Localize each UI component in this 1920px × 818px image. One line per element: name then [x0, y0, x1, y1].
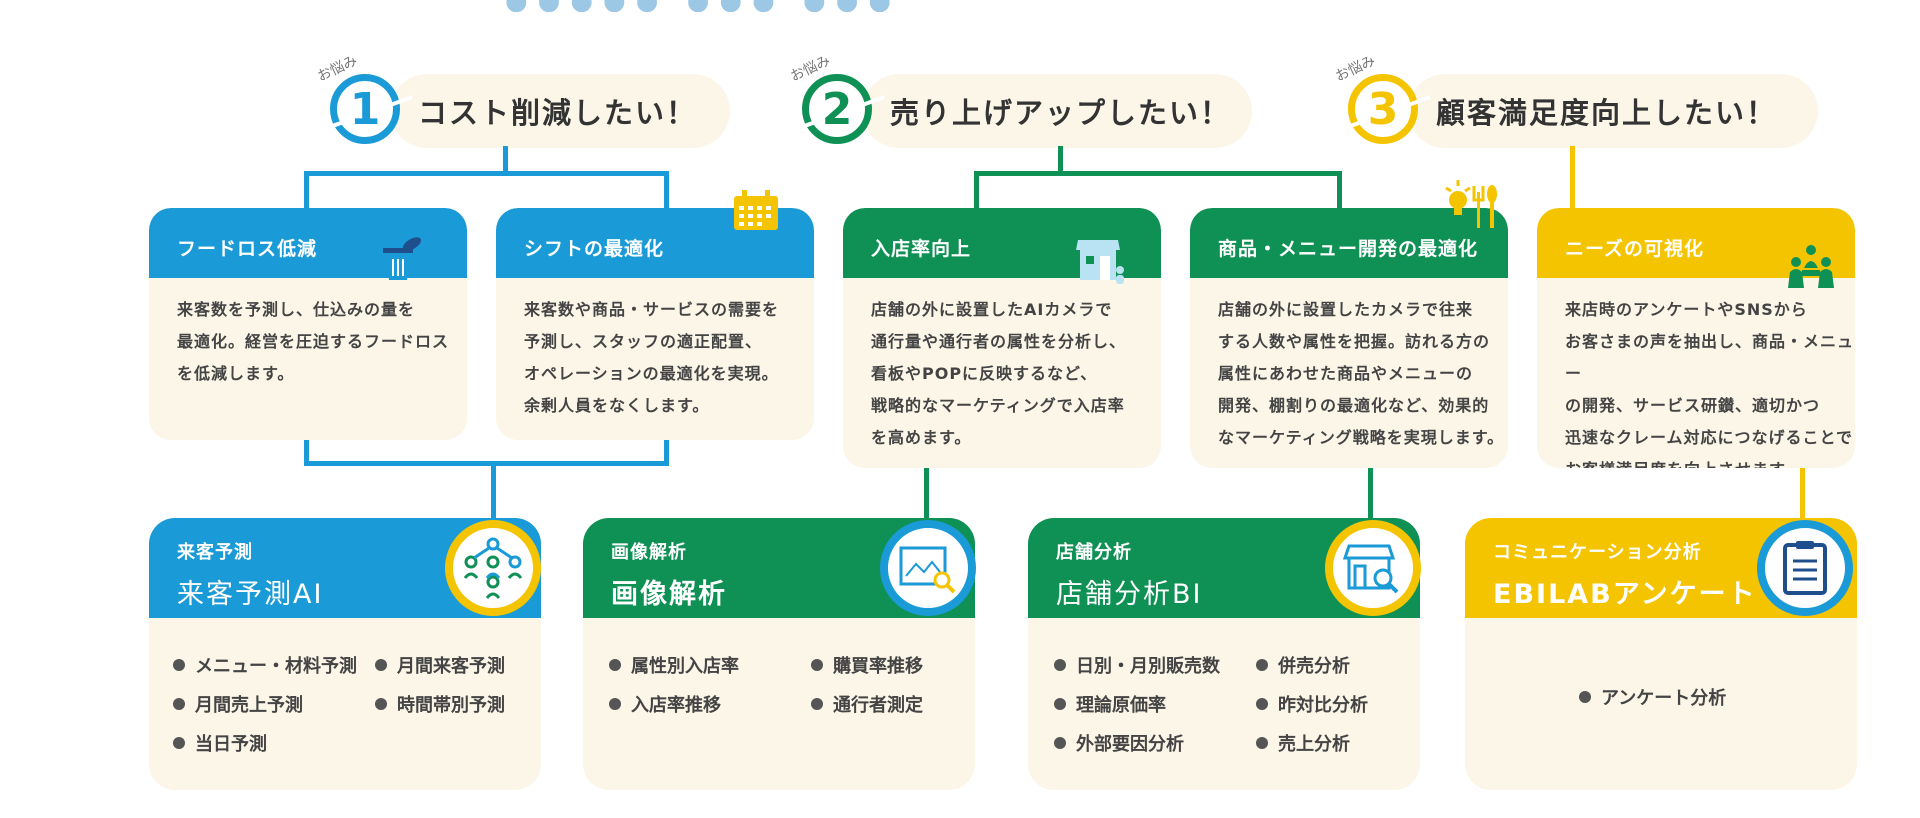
- worry-number-badge: 2: [802, 74, 872, 144]
- list-item: 購買率推移: [811, 652, 923, 678]
- list-item: 入店率推移: [609, 691, 721, 717]
- list-item: 売上分析: [1256, 730, 1350, 756]
- tool-card-image-analysis: 画像解析 画像解析 属性別入店率 購買率推移 入店率推移 通行者測定: [583, 518, 975, 790]
- card-body: 店舗の外に設置したAIカメラで 通行量や通行者の属性を分析し、 看板やPOPに反…: [871, 300, 1127, 447]
- list-item: 併売分析: [1256, 652, 1350, 678]
- connector-line: [1570, 146, 1575, 211]
- worry-pill: 顧客満足度向上したい！: [1408, 74, 1818, 148]
- connector-line: [1337, 171, 1342, 211]
- connector-line: [491, 461, 496, 521]
- list-item: 当日予測: [173, 730, 267, 756]
- network-people-icon: [445, 520, 541, 616]
- connector-line: [664, 171, 669, 211]
- list-item: 外部要因分析: [1054, 730, 1184, 756]
- worry-pill: 売り上げアップしたい！: [862, 74, 1252, 148]
- worry-pill: コスト削減したい！: [390, 74, 730, 148]
- list-item: 属性別入店率: [609, 652, 739, 678]
- tool-name: 来客予測AI: [177, 579, 324, 610]
- list-item: 昨対比分析: [1256, 691, 1368, 717]
- issue-card-menu-dev: 商品・メニュー開発の最適化 店舗の外に設置したカメラで往来 する人数や属性を把握…: [1190, 208, 1508, 468]
- issue-card-shift: シフトの最適化 来客数や商品・サービスの需要を 予測し、スタッフの適正配置、 オ…: [496, 208, 814, 440]
- connector-line: [664, 430, 669, 466]
- survey-sheet-icon: [1757, 520, 1853, 616]
- worry-number-badge: 1: [330, 74, 400, 144]
- store-visitor-icon: [1076, 240, 1124, 284]
- connector-line: [1058, 146, 1063, 173]
- connector-line: [1800, 466, 1805, 521]
- tool-category: 画像解析: [611, 542, 687, 563]
- list-item: 理論原価率: [1054, 691, 1166, 717]
- worry-number-badge: 3: [1348, 74, 1418, 144]
- connector-line: [304, 461, 669, 466]
- food-waste-icon: [383, 237, 422, 280]
- connector-line: [304, 430, 309, 466]
- connector-line: [304, 171, 669, 176]
- tool-category: 店舗分析: [1056, 542, 1132, 563]
- worry-text: 顧客満足度向上したい！: [1436, 96, 1778, 130]
- connector-line: [1368, 466, 1373, 521]
- tool-name: EBILABアンケート: [1493, 579, 1757, 610]
- list-item: 月間売上予測: [173, 691, 303, 717]
- calendar-icon: [734, 190, 778, 230]
- worry-text: コスト削減したい！: [418, 96, 698, 130]
- list-item: 日別・月別販売数: [1054, 652, 1220, 678]
- card-body: 来店時のアンケートやSNSから お客さまの声を抽出し、商品・メニュー の開発、サ…: [1565, 300, 1855, 468]
- tool-category: コミュニケーション分析: [1493, 542, 1702, 563]
- connector-line: [503, 146, 508, 173]
- connector-line: [924, 466, 929, 521]
- shop-search-icon: [1325, 520, 1421, 616]
- card-header: ニーズの可視化: [1537, 208, 1855, 278]
- list-item: 月間来客予測: [375, 652, 505, 678]
- list-item: 時間帯別予測: [375, 691, 505, 717]
- connector-line: [304, 171, 309, 211]
- image-search-icon: [880, 520, 976, 616]
- people-group-icon: [1788, 245, 1834, 288]
- card-body: 来客数や商品・サービスの需要を 予測し、スタッフの適正配置、 オペレーションの最…: [524, 300, 780, 415]
- card-header: 商品・メニュー開発の最適化: [1190, 208, 1508, 278]
- worry-text: 売り上げアップしたい！: [890, 96, 1232, 130]
- tool-category: 来客予測: [177, 542, 253, 563]
- list-item: アンケート分析: [1579, 684, 1726, 710]
- connector-line: [974, 171, 979, 211]
- list-item: メニュー・材料予測: [173, 652, 357, 678]
- card-header: フードロス低減: [149, 208, 467, 278]
- tool-name: 画像解析: [611, 579, 727, 610]
- list-item: 通行者測定: [811, 691, 923, 717]
- card-body: 店舗の外に設置したカメラで往来 する人数や属性を把握。訪れる方の 属性にあわせた…: [1218, 300, 1505, 447]
- issue-card-needs: ニーズの可視化 来店時のアンケートやSNSから お客さまの声を抽出し、商品・メニ…: [1537, 208, 1855, 468]
- card-body: 来客数を予測し、仕込みの量を 最適化。経営を圧迫するフードロス を低減します。: [177, 300, 450, 383]
- connector-line: [974, 171, 1342, 176]
- idea-food-icon: [1445, 180, 1497, 228]
- tool-name: 店舗分析BI: [1056, 579, 1203, 610]
- cropped-top-decoration: ●●●●● ●●● ●●●: [505, 0, 925, 12]
